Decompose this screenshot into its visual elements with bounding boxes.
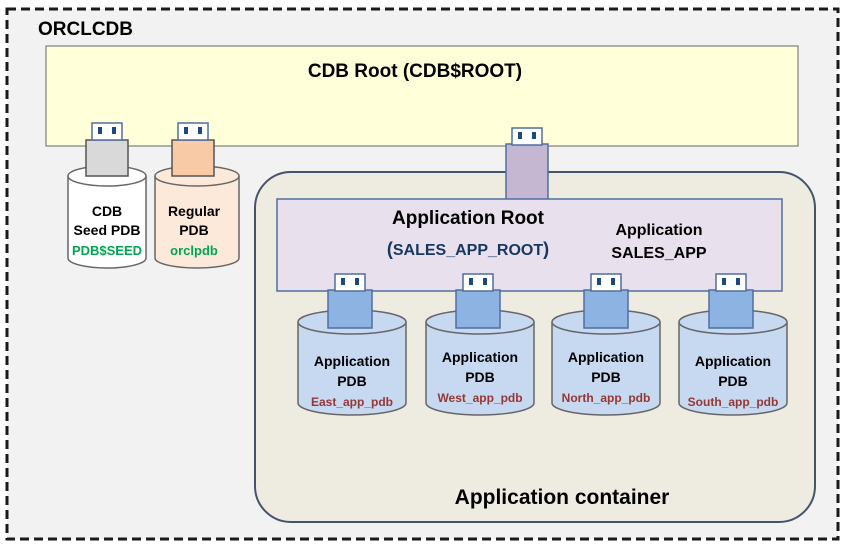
plug-connector-icon	[590, 273, 622, 292]
seed-pdb: CDB Seed PDB PDB$SEED	[67, 122, 147, 269]
plug-connector-icon	[511, 127, 543, 146]
plug-connector-icon	[177, 122, 209, 141]
app-pdb-name: South_app_pdb	[688, 395, 779, 409]
cdb-name: ORCLCDB	[38, 19, 133, 40]
application-root-title: Application Root	[392, 208, 545, 229]
seed-pdb-line1: CDB	[92, 203, 122, 219]
app-root-paren-close: )	[543, 239, 549, 259]
app-plug-body	[327, 289, 373, 329]
app-pdb-line2: PDB	[465, 369, 495, 385]
application-line1: Application	[615, 222, 702, 239]
app-pdb-line2: PDB	[591, 369, 621, 385]
regular-plug-body	[171, 139, 215, 177]
regular-pdb: Regular PDB orclpdb	[154, 122, 240, 269]
app-pdb-name: West_app_pdb	[437, 391, 522, 405]
app-pdb-line2: PDB	[337, 373, 367, 389]
database-cylinder-icon	[297, 309, 407, 416]
cdb-root-label: CDB Root (CDB$ROOT)	[308, 61, 522, 82]
application-container-label: Application container	[455, 486, 670, 509]
regular-pdb-name: orclpdb	[170, 243, 218, 258]
app-pdb-name: East_app_pdb	[311, 395, 393, 409]
plug-connector-icon	[334, 273, 366, 292]
seed-pdb-name: PDB$SEED	[72, 243, 142, 258]
app-plug-body	[583, 289, 629, 329]
app-pdb-south: Application PDB South_app_pdb	[678, 273, 788, 416]
app-plug-body	[455, 289, 501, 329]
application-line2: SALES_APP	[611, 245, 706, 262]
app-pdb-line2: PDB	[718, 373, 748, 389]
app-pdb-north: Application PDB North_app_pdb	[551, 273, 661, 416]
seed-plug-body	[85, 139, 129, 177]
app-plug-body	[708, 289, 754, 329]
app-pdb-line1: Application	[695, 353, 771, 369]
app-pdb-east: Application PDB East_app_pdb	[297, 273, 407, 416]
app-root-name: SALES_APP_ROOT	[393, 242, 543, 259]
app-pdb-line1: Application	[568, 349, 644, 365]
app-root-connector	[505, 143, 549, 201]
application-root-name-line: (SALES_APP_ROOT)	[387, 239, 549, 259]
plug-connector-icon	[462, 273, 494, 292]
app-pdb-line1: Application	[314, 353, 390, 369]
app-root-paren-open: (	[387, 239, 393, 259]
app-pdb-west: Application PDB West_app_pdb	[425, 273, 535, 416]
app-pdb-name: North_app_pdb	[562, 391, 651, 405]
cdb-root-box	[45, 45, 799, 147]
app-pdb-line1: Application	[442, 349, 518, 365]
plug-connector-icon	[715, 273, 747, 292]
regular-pdb-line1: Regular	[168, 203, 221, 219]
plug-connector-icon	[91, 122, 123, 141]
regular-pdb-line2: PDB	[179, 222, 209, 238]
seed-pdb-line2: Seed PDB	[74, 222, 141, 238]
